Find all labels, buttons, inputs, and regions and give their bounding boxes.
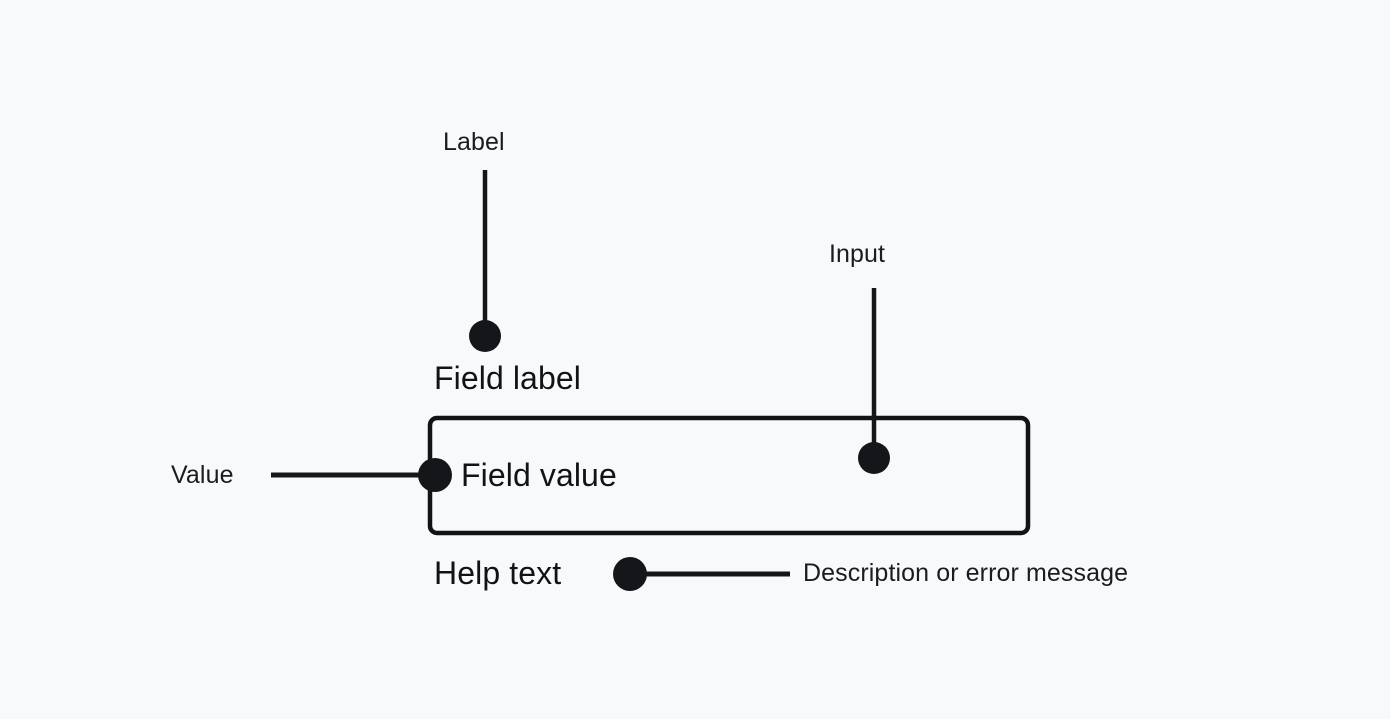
specimen-field-label: Field label (434, 360, 581, 396)
input-connector-dot (858, 442, 890, 474)
callout-label-value: Value (171, 461, 234, 489)
label-connector-dot (469, 320, 501, 352)
callout-label-description: Description or error message (803, 559, 1129, 587)
specimen-field-value[interactable]: Field value (461, 457, 617, 493)
callout-label-label: Label (443, 128, 505, 156)
specimen-help-text: Help text (434, 555, 562, 591)
callout-label-input: Input (829, 240, 886, 268)
value-connector-dot (418, 458, 452, 492)
